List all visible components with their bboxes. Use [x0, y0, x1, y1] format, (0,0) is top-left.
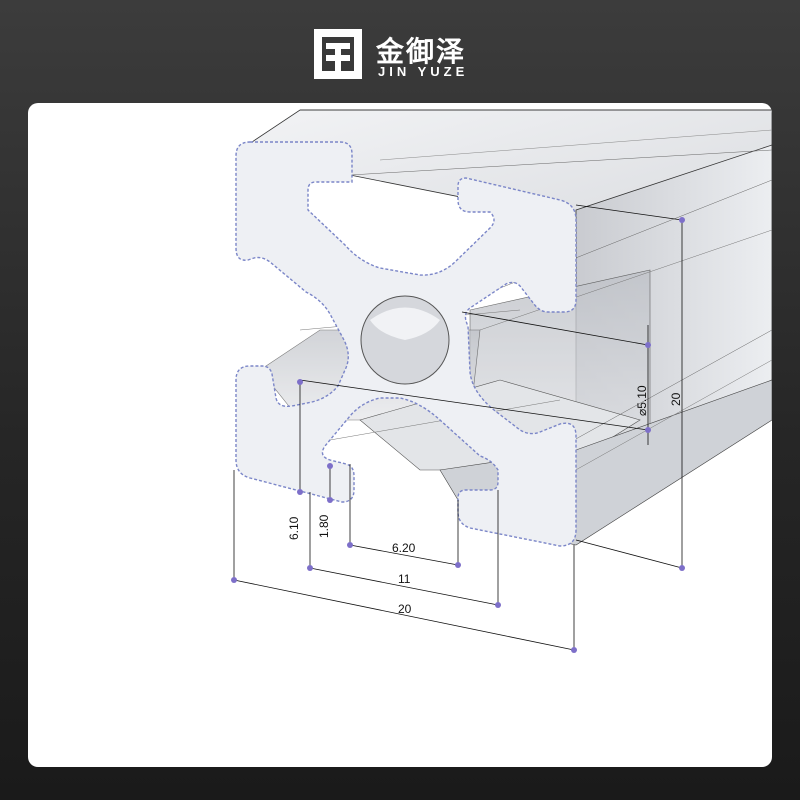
extrusion-drawing: 6.10 1.80 6.20 11 20 20 ⌀5.10 [231, 109, 772, 653]
brand-logo-icon [314, 29, 362, 79]
dim-slot-depth: 6.10 [287, 516, 301, 540]
dim-slot-width: 11 [398, 572, 411, 586]
dimension-lines [233, 204, 683, 651]
brand-header: 金御泽 JIN YUZE [312, 24, 502, 84]
measurement-points [231, 217, 685, 653]
dim-lip-thickness: 1.80 [317, 514, 331, 538]
dim-width: 20 [398, 602, 412, 616]
dim-slot-opening: 6.20 [392, 541, 416, 555]
dim-bore-diameter: ⌀5.10 [635, 385, 649, 416]
dim-height: 20 [669, 392, 683, 406]
drawing-card: 6.10 1.80 6.20 11 20 20 ⌀5.10 [28, 103, 772, 767]
brand-name-en: JIN YUZE [378, 64, 469, 79]
brand-name-cn: 金御泽 [376, 35, 467, 68]
